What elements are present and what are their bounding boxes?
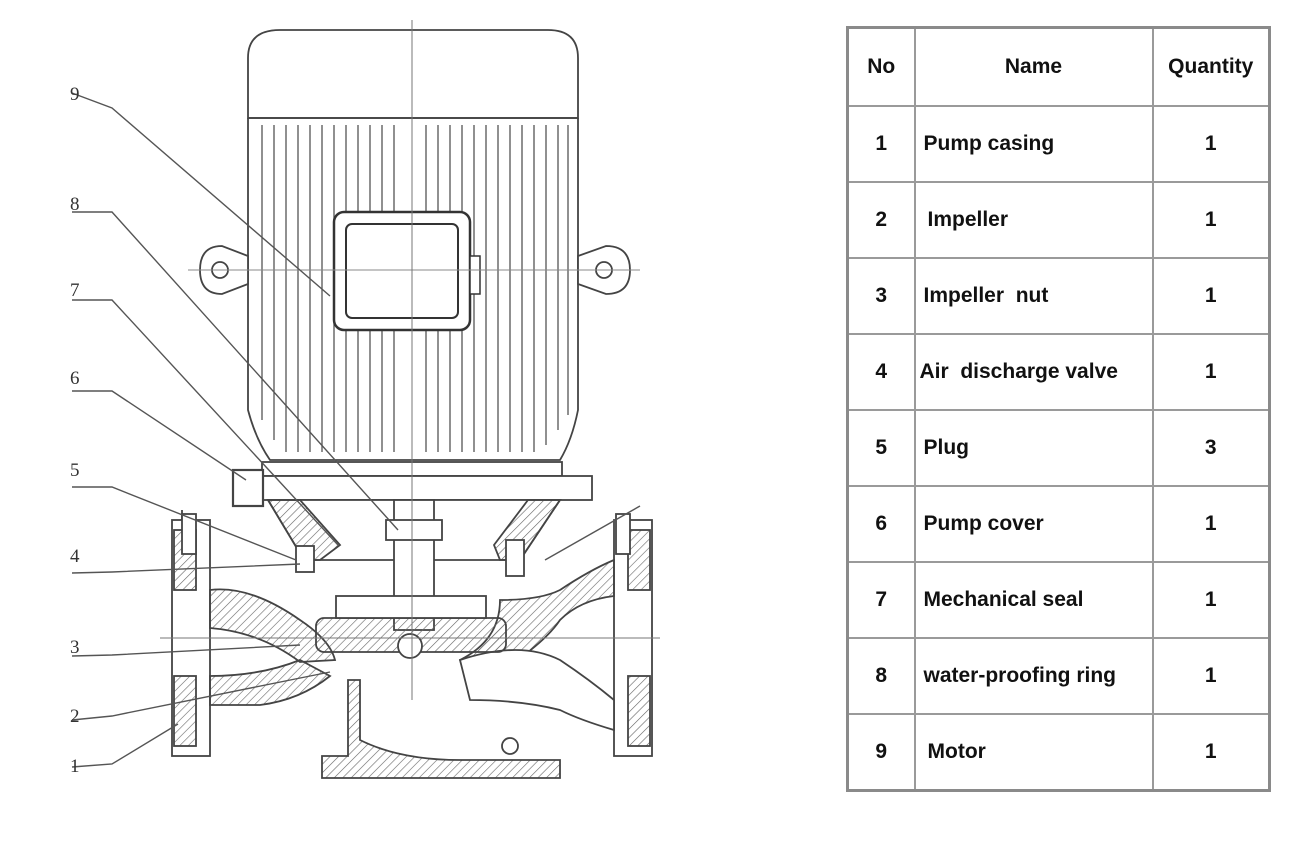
cell-quantity: 1 [1151,637,1271,715]
parts-list-table: No Name Quantity 1 Pump casing 1 2 Impel… [846,26,1271,792]
cell-quantity: 1 [1151,257,1271,335]
cell-quantity: 3 [1151,409,1271,487]
pump-cross-section-drawing: 1 2 3 4 5 6 7 8 9 [70,20,660,779]
callout-6: 6 [70,368,80,389]
table-row: 1 Pump casing 1 [846,105,1271,183]
cell-name: Impeller nut [913,257,1154,335]
cell-no: 7 [846,561,916,639]
cell-name: Impeller [913,181,1154,259]
callout-leaders [71,92,641,768]
table-row: 3 Impeller nut 1 [846,257,1271,335]
table-row: 7 Mechanical seal 1 [846,561,1271,639]
cell-no: 1 [846,105,916,183]
table-row: 9 Motor 1 [846,713,1271,792]
cell-no: 8 [846,637,916,715]
table-header-row: No Name Quantity [846,26,1271,107]
callout-2: 2 [70,706,80,727]
cell-quantity: 1 [1151,561,1271,639]
cell-name: Plug [913,409,1154,487]
cell-no: 5 [846,409,916,487]
cell-no: 3 [846,257,916,335]
callout-1: 1 [70,756,80,777]
callout-4: 4 [70,546,80,567]
callout-7: 7 [70,280,80,301]
callout-labels: 1 2 3 4 5 6 7 8 9 [70,84,80,777]
cell-quantity: 1 [1151,713,1271,792]
centre-lines [160,20,660,700]
callout-8: 8 [70,194,80,215]
cell-quantity: 1 [1151,485,1271,563]
cell-name: water-proofing ring [913,637,1154,715]
cell-name: Motor [913,713,1154,792]
table-row: 6 Pump cover 1 [846,485,1271,563]
callout-3: 3 [70,637,80,658]
table-row: 2 Impeller 1 [846,181,1271,259]
callout-5: 5 [70,460,80,481]
header-no: No [846,26,916,107]
cell-no: 2 [846,181,916,259]
pump-body [171,499,653,779]
callout-9: 9 [70,84,80,105]
table-row: 4 Air discharge valve 1 [846,333,1271,411]
header-name: Name [913,26,1154,107]
motor [188,29,640,508]
cell-name: Mechanical seal [913,561,1154,639]
cell-name: Pump cover [913,485,1154,563]
cell-quantity: 1 [1151,105,1271,183]
cell-quantity: 1 [1151,333,1271,411]
cell-quantity: 1 [1151,181,1271,259]
cell-name: Air discharge valve [913,333,1154,411]
cell-no: 4 [846,333,916,411]
cell-name: Pump casing [913,105,1154,183]
cell-no: 6 [846,485,916,563]
table-row: 5 Plug 3 [846,409,1271,487]
header-quantity: Quantity [1151,26,1271,107]
table-row: 8 water-proofing ring 1 [846,637,1271,715]
cell-no: 9 [846,713,916,792]
